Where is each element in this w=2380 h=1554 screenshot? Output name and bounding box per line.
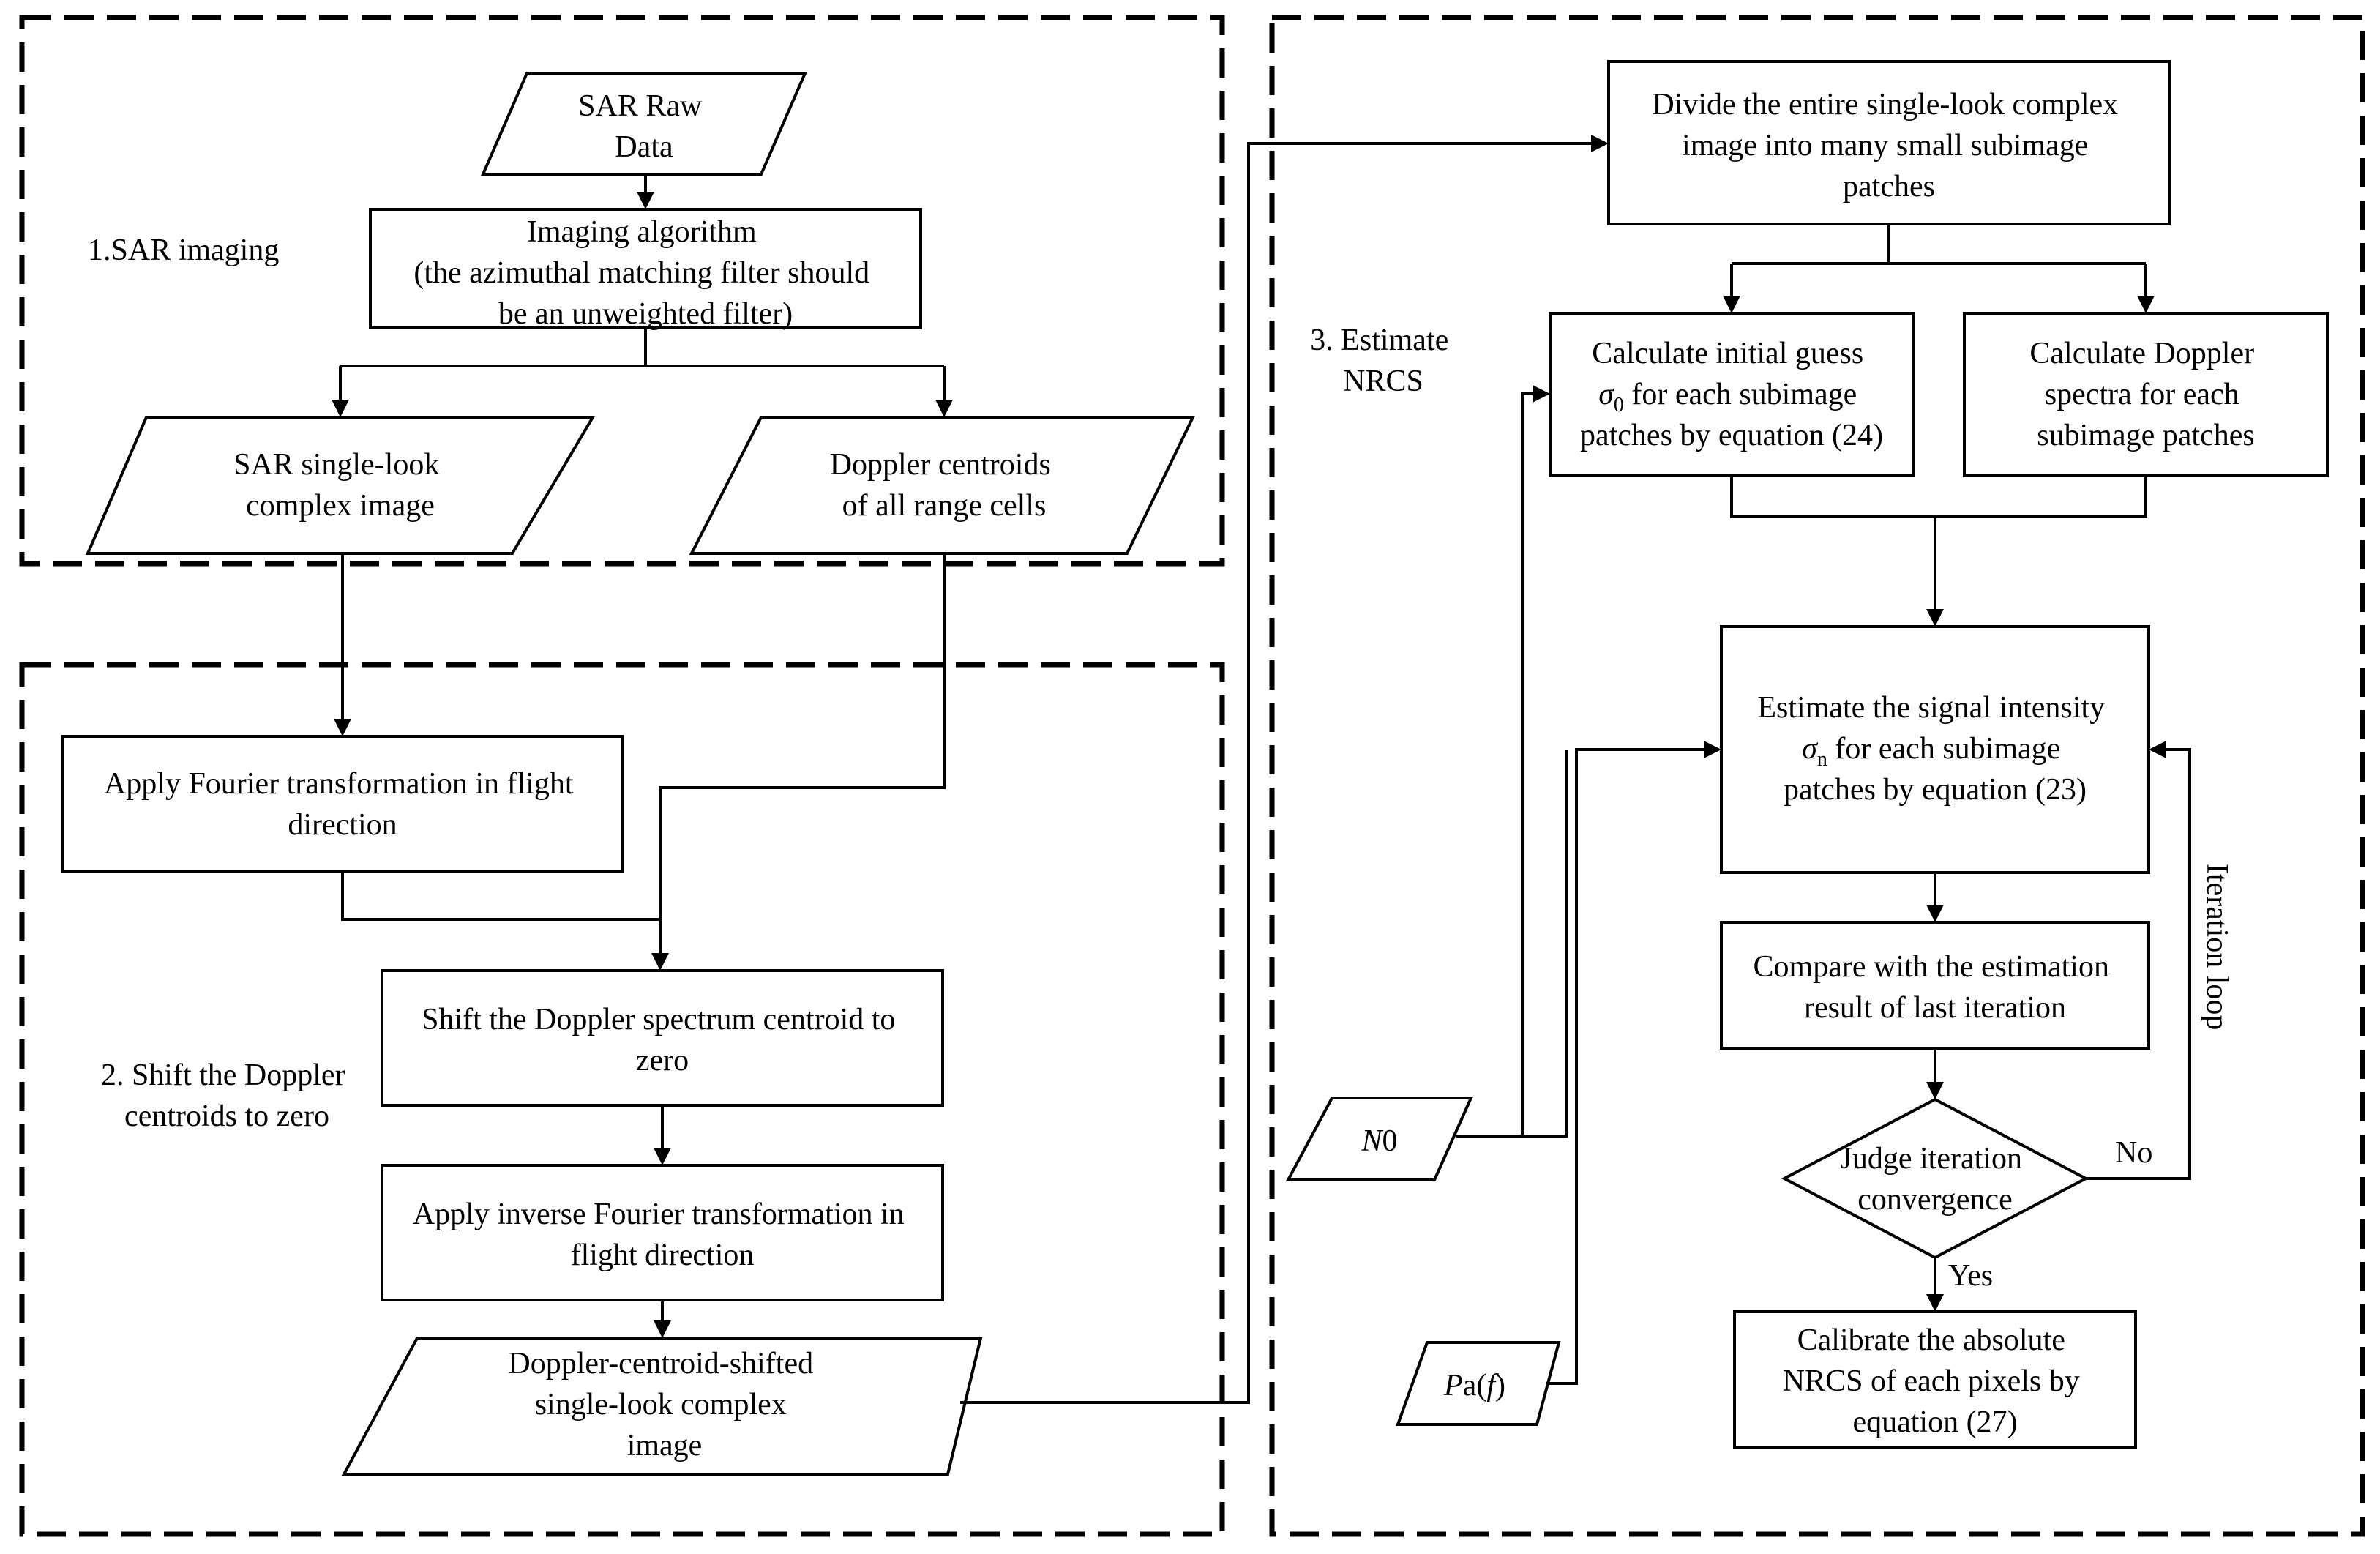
node-signal-intensity-label: Estimate the signal intensity σn for eac… xyxy=(1757,691,2112,807)
edge-n0-to-initial-guess xyxy=(1456,392,1534,1138)
node-shift-spectrum xyxy=(381,969,944,1107)
edge-label-no: No xyxy=(2115,1136,2152,1170)
edge-fourier-to-shift xyxy=(341,871,660,921)
arrowhead xyxy=(1723,296,1740,313)
section-label-shift-doppler: 2. Shift the Doppler centroids to zero xyxy=(101,1058,353,1133)
arrowhead xyxy=(1926,1082,1944,1099)
node-shifted-slc-image xyxy=(341,1337,983,1476)
arrowhead xyxy=(637,192,654,209)
node-imaging-algorithm-label: Imaging algorithm (the azimuthal matchin… xyxy=(413,215,877,331)
edge-centroids-to-shift xyxy=(659,553,946,955)
edge-label-iteration-loop: Iteration loop xyxy=(2200,864,2234,1030)
section-label-estimate-nrcs: 3. Estimate NRCS xyxy=(1310,324,1456,398)
arrowhead xyxy=(654,1148,671,1165)
node-judge-convergence xyxy=(1781,1097,2089,1260)
edge-shifted-to-divide xyxy=(960,142,1593,1404)
arrowhead xyxy=(1591,135,1609,152)
arrowhead xyxy=(654,1320,671,1338)
node-sar-raw-data xyxy=(480,72,808,176)
node-pa-input-label: Pa(f) xyxy=(1443,1369,1505,1402)
node-inverse-fourier xyxy=(381,1164,944,1301)
edge-judge-loop-back xyxy=(2086,748,2191,1180)
node-judge-convergence-label: Judge iteration convergence xyxy=(1841,1142,2030,1217)
arrowhead xyxy=(1926,609,1944,627)
arrowhead xyxy=(332,400,349,417)
node-divide-image-label: Divide the entire single-look complex im… xyxy=(1652,88,2125,203)
node-imaging-algorithm xyxy=(369,208,922,329)
edge-n0-to-intensity xyxy=(1522,750,1568,1138)
node-pa-input xyxy=(1396,1341,1561,1426)
node-initial-guess-label: Calculate initial guess σ0 for each subi… xyxy=(1580,337,1883,452)
node-shift-spectrum-label: Shift the Doppler spectrum centroid to z… xyxy=(422,1003,903,1077)
node-inverse-fourier-label: Apply inverse Fourier transformation in … xyxy=(413,1198,912,1272)
node-sar-raw-data-label: SAR Raw Data xyxy=(578,89,710,164)
node-doppler-centroids xyxy=(689,416,1196,555)
node-shifted-slc-image-label: Doppler-centroid-shifted single-look com… xyxy=(508,1347,820,1463)
arrowhead xyxy=(1704,741,1721,758)
node-slc-image xyxy=(85,416,596,555)
node-calibrate-nrcs xyxy=(1733,1310,2137,1449)
arrowhead xyxy=(935,400,953,417)
edge-label-yes: Yes xyxy=(1948,1259,1993,1293)
arrowhead xyxy=(1926,905,1944,922)
section-estimate-nrcs-region xyxy=(1269,15,2365,1537)
edge-calcs-to-intensity xyxy=(1730,476,2147,610)
arrowhead xyxy=(334,719,351,736)
arrowhead xyxy=(2137,296,2155,313)
node-doppler-spectra-label: Calculate Doppler spectra for each subim… xyxy=(2029,337,2261,452)
section-sar-imaging-region xyxy=(19,15,1225,567)
arrowhead xyxy=(1926,1294,1944,1312)
arrowhead xyxy=(651,953,669,971)
node-fourier-transform-label: Apply Fourier transformation in flight d… xyxy=(104,767,581,842)
node-calibrate-nrcs-label: Calibrate the absolute NRCS of each pixe… xyxy=(1783,1323,2087,1439)
edge-pa-to-intensity xyxy=(1546,748,1705,1385)
arrowhead xyxy=(1533,385,1550,403)
section-label-sar-imaging: 1.SAR imaging xyxy=(88,234,279,267)
node-compare-iteration xyxy=(1720,921,2150,1050)
arrowhead xyxy=(2149,741,2166,758)
edge-algorithm-to-split xyxy=(339,328,946,401)
node-n0-input xyxy=(1285,1097,1474,1181)
node-fourier-transform xyxy=(61,735,624,873)
node-signal-intensity xyxy=(1720,625,2150,874)
node-compare-iteration-label: Compare with the estimation result of la… xyxy=(1754,950,2117,1025)
node-n0-input-label: N0 xyxy=(1361,1124,1397,1158)
node-doppler-centroids-label: Doppler centroids of all range cells xyxy=(830,448,1059,523)
node-slc-image-label: SAR single-look complex image xyxy=(233,448,447,523)
edge-divide-to-calcs xyxy=(1730,224,2147,297)
section-shift-doppler-region xyxy=(19,662,1225,1537)
